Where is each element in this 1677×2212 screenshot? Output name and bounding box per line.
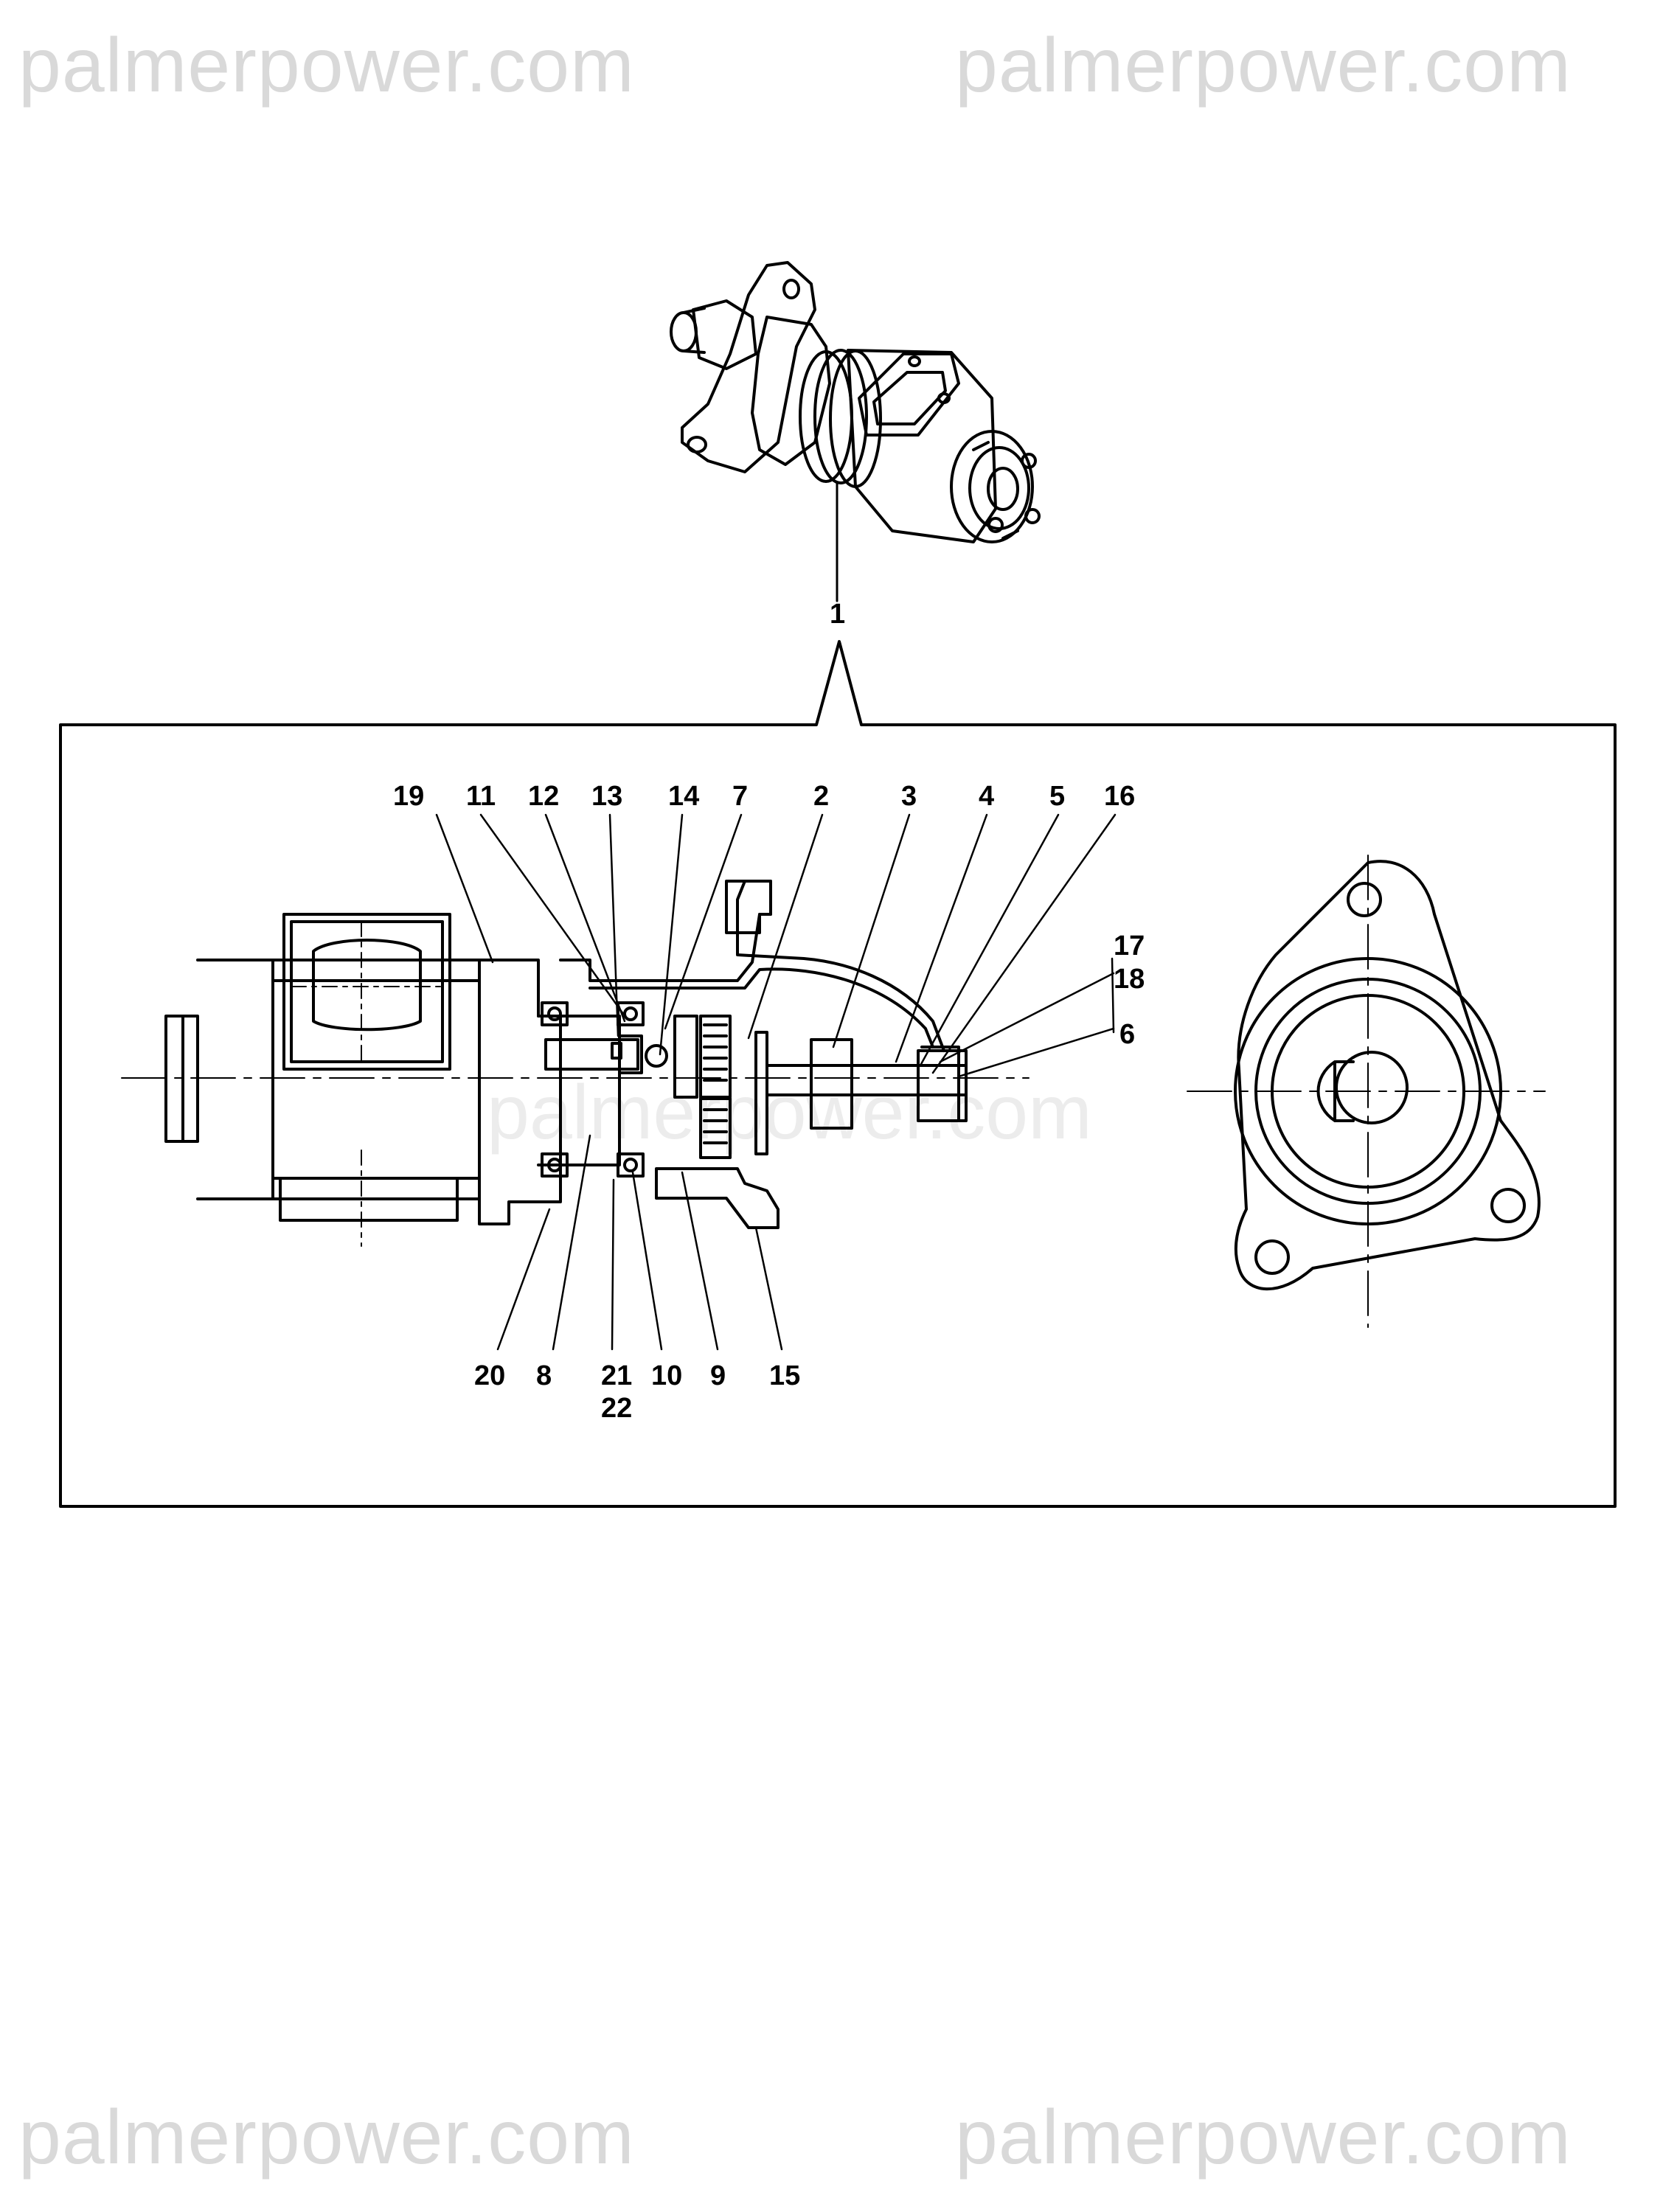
callout-20: 20 [474,1360,505,1391]
assembly-isometric-view [670,261,1041,602]
callout-22: 22 [601,1393,632,1424]
callout-14: 14 [668,781,699,812]
end-view [1187,855,1546,1328]
callout-8: 8 [536,1360,552,1391]
callout-12: 12 [528,781,559,812]
callout-labels: 1 19 11 12 13 14 7 2 3 4 5 16 17 18 6 20… [393,599,1145,1424]
watermark-center: palmerpower.com [487,1070,1092,1155]
watermark-bottom-right: palmerpower.com [955,2095,1572,2180]
callout-7: 7 [732,781,748,812]
callout-18: 18 [1114,964,1145,995]
detail-frame [59,640,1617,1508]
watermark-top-right: palmerpower.com [955,23,1572,108]
callout-16: 16 [1104,781,1135,812]
watermark-top-left: palmerpower.com [18,23,635,108]
callout-15: 15 [769,1360,800,1391]
callout-17: 17 [1114,931,1145,961]
callout-6: 6 [1119,1019,1135,1050]
sectional-side-view [121,880,1030,1247]
callout-19: 19 [393,781,424,812]
callout-3: 3 [901,781,917,812]
leader-lines [435,813,1117,1351]
callout-21: 21 [601,1360,632,1391]
watermark-bottom-left: palmerpower.com [18,2095,635,2180]
callout-2: 2 [813,781,829,812]
callout-13: 13 [591,781,622,812]
callout-4: 4 [979,781,994,812]
callout-9: 9 [710,1360,726,1391]
callout-5: 5 [1049,781,1065,812]
callout-10: 10 [651,1360,682,1391]
callout-1: 1 [830,599,845,630]
callout-11: 11 [466,781,496,812]
